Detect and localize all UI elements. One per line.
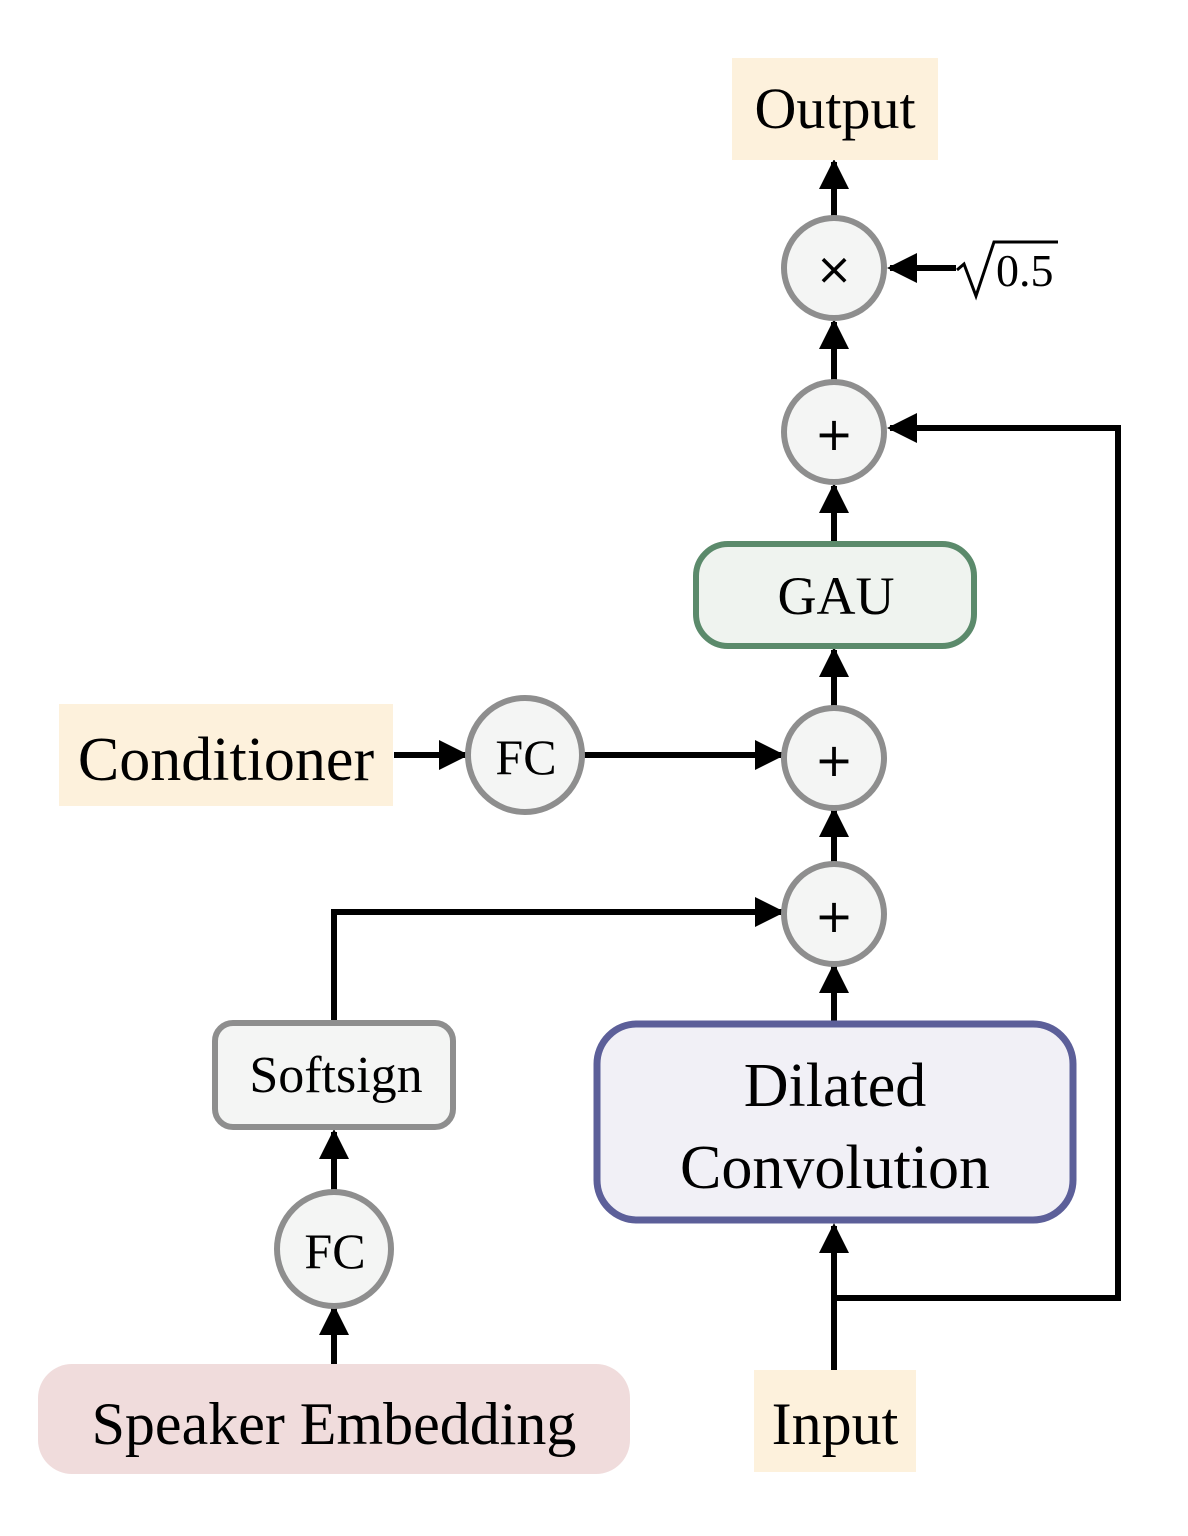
spk-add-circle: [781, 861, 887, 967]
conditioner-label: Conditioner: [78, 726, 375, 794]
spk-fc-node: FC: [274, 1189, 394, 1309]
cond-add-node: +: [781, 705, 887, 811]
speaker-embedding-box: [38, 1364, 630, 1474]
gau-node: GAU: [693, 541, 977, 649]
cond-add-circle: [781, 705, 887, 811]
input-node: Input: [754, 1370, 916, 1472]
residual-add-symbol: +: [815, 407, 854, 461]
gau-box: [693, 541, 977, 649]
spk-add-symbol: +: [815, 889, 854, 943]
conditioner-box: [59, 704, 393, 806]
output-label: Output: [754, 76, 915, 141]
softsign-label: Softsign: [249, 1047, 422, 1104]
dilated-conv-label-line1: Dilated: [744, 1052, 927, 1120]
multiply-node: ×: [781, 215, 887, 321]
scale-value: 0.5: [996, 245, 1054, 296]
multiply-symbol: ×: [816, 244, 853, 295]
scale-factor: 0.5: [956, 240, 1058, 301]
speaker-embedding-label: Speaker Embedding: [92, 1391, 577, 1457]
input-label: Input: [772, 1391, 899, 1457]
cond-fc-label: FC: [495, 729, 556, 785]
conditioner-node: Conditioner: [59, 704, 393, 806]
spk-add-node: +: [781, 861, 887, 967]
input-box: [754, 1370, 916, 1472]
output-node: Output: [732, 58, 938, 160]
residual-add-circle: [781, 379, 887, 485]
gau-label: GAU: [778, 566, 895, 626]
residual-add-node: +: [781, 379, 887, 485]
edge-residual-skip: [834, 413, 1121, 1301]
spk-fc-circle: [274, 1189, 394, 1309]
cond-fc-node: FC: [465, 695, 585, 815]
spk-fc-label: FC: [304, 1223, 365, 1279]
output-box: [732, 58, 938, 160]
cond-fc-circle: [465, 695, 585, 815]
edges: [319, 159, 1121, 1372]
cond-add-symbol: +: [815, 733, 854, 787]
edge-softsign-to-spk-add: [331, 897, 785, 1022]
softsign-box: [212, 1020, 456, 1130]
dilated-conv-label-line2: Convolution: [680, 1134, 990, 1202]
softsign-node: Softsign: [212, 1020, 456, 1130]
dilated-conv-box: [593, 1020, 1077, 1224]
sqrt-radical-icon: [956, 240, 1058, 301]
multiply-circle: [781, 215, 887, 321]
speaker-embedding-node: Speaker Embedding: [38, 1364, 630, 1474]
dilated-conv-node: Dilated Convolution: [593, 1020, 1077, 1224]
